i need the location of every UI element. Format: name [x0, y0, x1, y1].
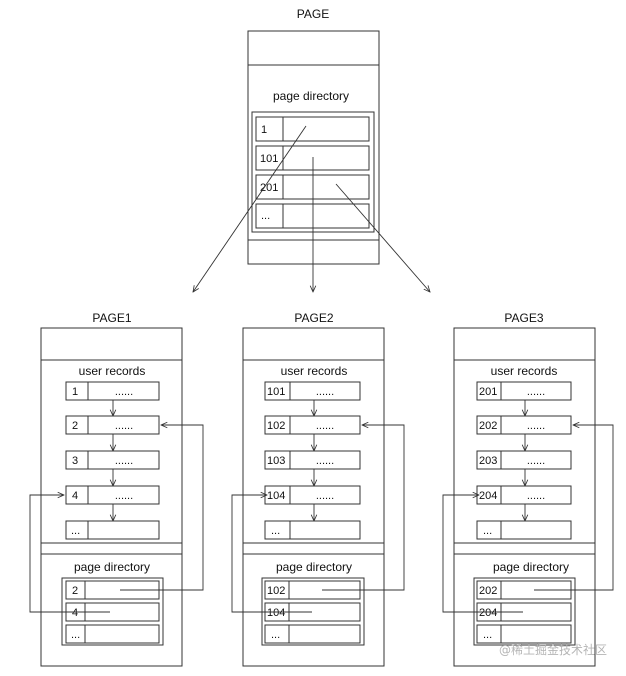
- top-directory-slot: 201: [255, 174, 370, 200]
- record-row: 202 ......: [476, 415, 572, 435]
- directory-slot: ...: [476, 624, 572, 644]
- record-value: ......: [527, 455, 545, 467]
- top-directory-slot-key: ...: [261, 210, 270, 222]
- user-records-label: user records: [79, 364, 146, 378]
- child-page: PAGE1 user records 1 ...... 2 ...... 3 .…: [29, 311, 204, 667]
- pointer-arrow-to-page1: [193, 125, 307, 292]
- record-value: ......: [316, 420, 334, 432]
- record-key: 3: [72, 455, 78, 467]
- user-records-label: user records: [281, 364, 348, 378]
- record-row: 103 ......: [264, 450, 361, 470]
- child-page-title: PAGE3: [504, 311, 543, 325]
- top-directory-slot: 101: [255, 145, 370, 171]
- record-value: ......: [316, 455, 334, 467]
- top-directory-slot: 1: [255, 116, 370, 142]
- child-page: PAGE3 user records 201 ...... 202 ......…: [442, 311, 614, 667]
- record-key: 101: [267, 386, 285, 398]
- directory-slot-key: ...: [271, 629, 280, 641]
- record-key: 104: [267, 490, 285, 502]
- record-value: ......: [316, 490, 334, 502]
- directory-pointer-arrow: [231, 495, 312, 613]
- directory-slot-key: 102: [267, 585, 285, 597]
- record-value: ......: [527, 386, 545, 398]
- page-directory-label: page directory: [493, 560, 569, 574]
- record-key: ...: [483, 525, 492, 537]
- record-row: 203 ......: [476, 450, 572, 470]
- record-row: 204 ......: [476, 485, 572, 505]
- record-key: 203: [479, 455, 497, 467]
- directory-slot: 104: [264, 602, 361, 622]
- record-row: 102 ......: [264, 415, 361, 435]
- record-row: ...: [264, 520, 361, 540]
- record-key: 103: [267, 455, 285, 467]
- record-key: 201: [479, 386, 497, 398]
- record-row: 1 ......: [65, 381, 160, 401]
- directory-pointer-arrow: [29, 495, 110, 613]
- directory-pointer-arrow: [442, 495, 523, 613]
- record-row: 104 ......: [264, 485, 361, 505]
- directory-slot-key: ...: [71, 629, 80, 641]
- record-row: 4 ......: [65, 485, 160, 505]
- top-directory-slot-key: 101: [260, 153, 278, 165]
- top-directory-slot-key: 201: [260, 182, 278, 194]
- top-page-title: PAGE: [297, 7, 329, 21]
- record-key: ...: [71, 525, 80, 537]
- top-page-directory-label: page directory: [273, 89, 349, 103]
- record-key: 102: [267, 420, 285, 432]
- directory-slot: 102: [264, 580, 361, 600]
- page-directory-label: page directory: [74, 560, 150, 574]
- record-row: 3 ......: [65, 450, 160, 470]
- directory-pointer-arrow: [534, 425, 614, 591]
- directory-slot: 202: [476, 580, 572, 600]
- record-key: 4: [72, 490, 78, 502]
- record-row: 2 ......: [65, 415, 160, 435]
- record-key: ...: [271, 525, 280, 537]
- top-directory-slot: ...: [255, 203, 370, 229]
- watermark-text: @稀土掘金技术社区: [499, 642, 607, 657]
- record-key: 204: [479, 490, 497, 502]
- directory-slot: ...: [65, 624, 160, 644]
- record-key: 2: [72, 420, 78, 432]
- record-value: ......: [115, 420, 133, 432]
- record-value: ......: [527, 490, 545, 502]
- record-key: 202: [479, 420, 497, 432]
- record-row: 201 ......: [476, 381, 572, 401]
- record-row: ...: [65, 520, 160, 540]
- page-directory-label: page directory: [276, 560, 352, 574]
- pointer-arrow-to-page3: [335, 183, 430, 292]
- child-page-title: PAGE2: [294, 311, 333, 325]
- record-value: ......: [115, 490, 133, 502]
- record-key: 1: [72, 386, 78, 398]
- record-row: ...: [476, 520, 572, 540]
- record-value: ......: [115, 386, 133, 398]
- record-value: ......: [316, 386, 334, 398]
- directory-slot-key: 2: [72, 585, 78, 597]
- directory-slot-key: 4: [72, 607, 78, 619]
- top-directory-slot-key: 1: [261, 124, 267, 136]
- directory-pointer-arrow: [322, 425, 405, 591]
- record-value: ......: [115, 455, 133, 467]
- directory-slot-key: 204: [479, 607, 497, 619]
- record-value: ......: [527, 420, 545, 432]
- directory-slot-key: ...: [483, 629, 492, 641]
- record-row: 101 ......: [264, 381, 361, 401]
- directory-slot-key: 202: [479, 585, 497, 597]
- child-page-title: PAGE1: [92, 311, 131, 325]
- directory-slot-key: 104: [267, 607, 285, 619]
- directory-pointer-arrow: [120, 425, 204, 591]
- user-records-label: user records: [491, 364, 558, 378]
- directory-slot: ...: [264, 624, 361, 644]
- top-page: PAGE page directory 1 101 201 ...: [193, 7, 430, 292]
- child-page: PAGE2 user records 101 ...... 102 ......…: [231, 311, 405, 667]
